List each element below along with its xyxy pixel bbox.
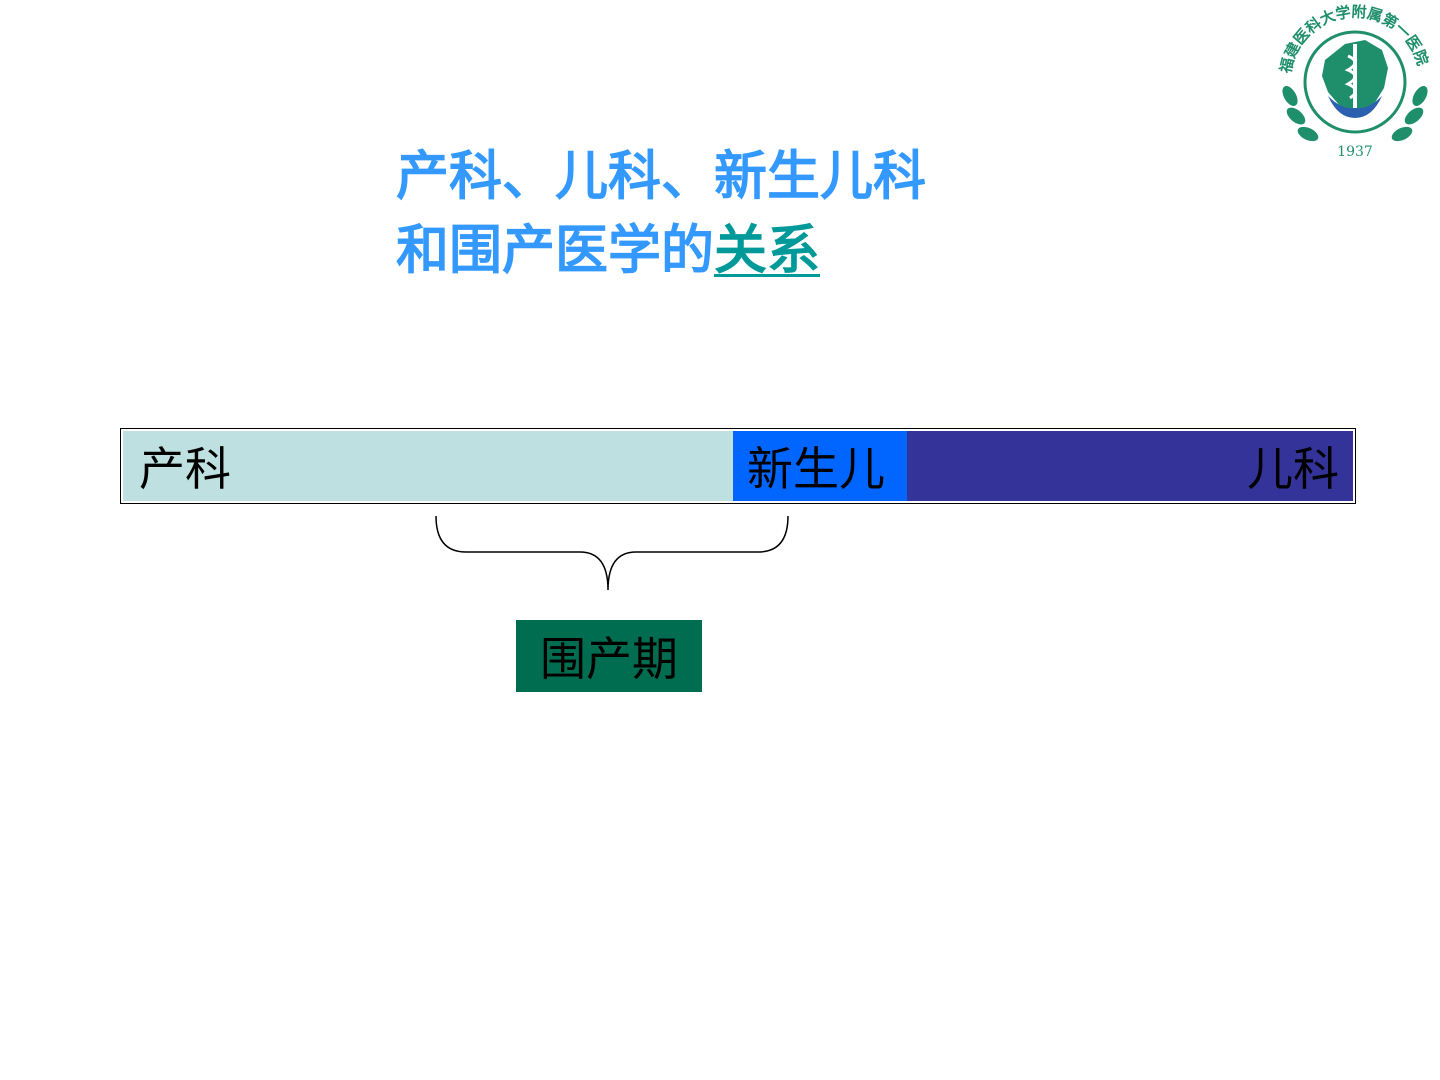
neonatal-label: 新生儿 <box>747 442 885 496</box>
obstetrics-segment: 产科 <box>123 431 733 501</box>
svg-text:1937: 1937 <box>1337 144 1373 160</box>
title-line-1: 产科、儿科、新生儿科 <box>396 146 926 207</box>
curly-brace-icon <box>435 515 789 591</box>
pediatrics-label: 儿科 <box>1247 442 1339 496</box>
specialty-timeline-bar: 产科 新生儿 儿科 <box>120 428 1356 504</box>
title-line-2-text: 和围产医学的 <box>396 220 714 281</box>
hospital-seal-icon: 福建医科大学附属第一医院 1937 <box>1276 3 1433 160</box>
pediatrics-segment: 儿科 <box>907 431 1353 501</box>
obstetrics-label: 产科 <box>139 442 231 496</box>
title-line-2: 和围产医学的关系 <box>396 214 926 288</box>
perinatal-label: 围产期 <box>540 632 678 686</box>
hospital-logo: 福建医科大学附属第一医院 1937 <box>1270 0 1440 170</box>
slide-title: 产科、儿科、新生儿科 和围产医学的关系 <box>396 140 926 288</box>
neonatal-segment: 新生儿 <box>733 431 907 501</box>
relation-link[interactable]: 关系 <box>714 220 820 281</box>
perinatal-period-box: 围产期 <box>516 620 702 692</box>
